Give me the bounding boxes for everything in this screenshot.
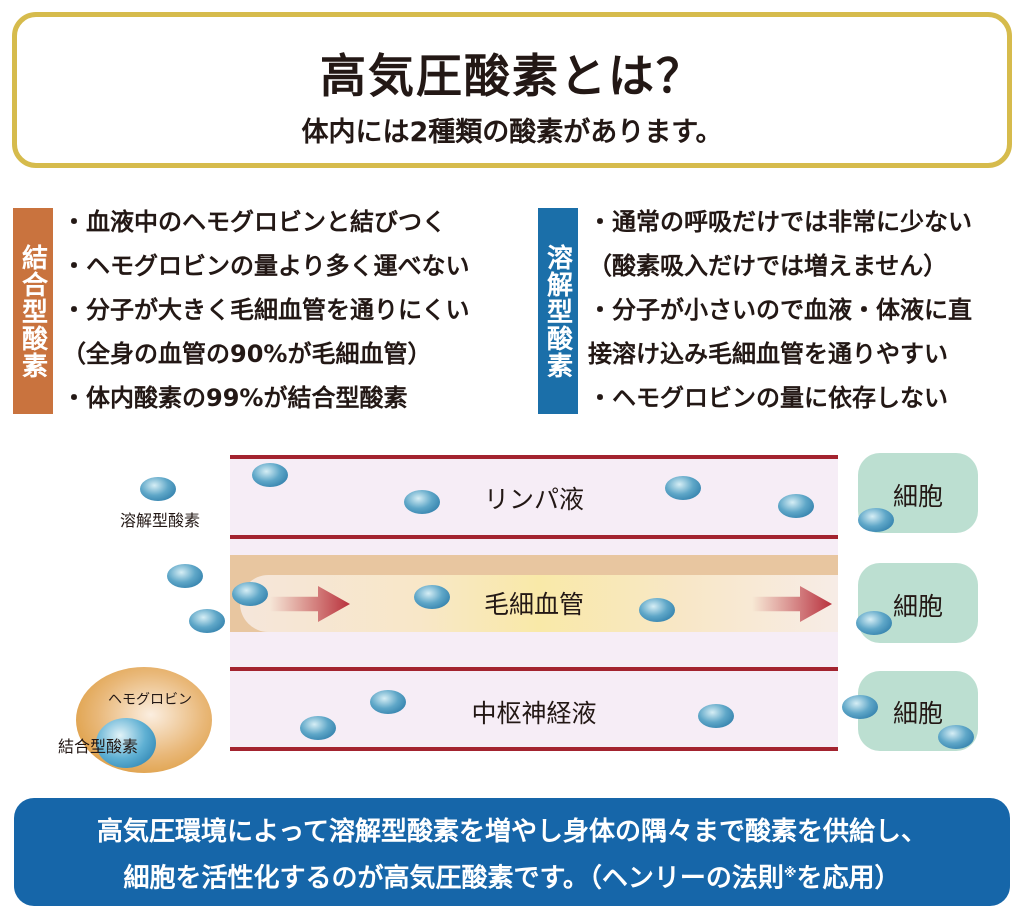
cell-label: 細胞 (892, 592, 944, 621)
channel-label-cns: 中枢神経液 (471, 699, 597, 728)
oxygen-molecule-icon (938, 725, 974, 749)
page-title: 高気圧酸素とは？ (320, 49, 704, 103)
bound-oxygen-label: 結合型酸素 (13, 208, 53, 414)
bound-oxygen-molecule-icon (96, 718, 156, 768)
dissolved-oxygen-bullets: ・通常の呼吸だけでは非常に少ない （酸素吸入だけでは増えません） ・分子が小さい… (588, 200, 972, 420)
channel-label-lymph: リンパ液 (483, 485, 585, 514)
summary-text: 細胞を活性化するのが高気圧酸素です。（ヘンリーの法則 (123, 863, 784, 894)
dissolved-oxygen-legend-label: 溶解型酸素 (119, 511, 201, 530)
vessel-wall (230, 747, 838, 751)
bullet: ・分子が大きく毛細血管を通りにくい (62, 296, 470, 324)
summary-line-2: 細胞を活性化するのが高気圧酸素です。（ヘンリーの法則※を応用） (14, 853, 1010, 900)
cell-label: 細胞 (892, 482, 944, 511)
bullet: ・分子が小さいので血液・体液に直 (588, 296, 972, 324)
oxygen-molecule-icon (414, 585, 450, 609)
oxygen-molecule-icon (858, 508, 894, 532)
oxygen-molecule-icon (639, 598, 675, 622)
oxygen-molecule-icon (842, 695, 878, 719)
oxygen-molecule-icon (665, 476, 701, 500)
channel-label-capillary: 毛細血管 (483, 590, 585, 619)
oxygen-molecule-icon (856, 611, 892, 635)
vessel-wall (230, 455, 838, 459)
oxygen-molecule-icon (300, 716, 336, 740)
oxygen-molecule-icon (167, 564, 203, 588)
bullet: （全身の血管の90%が毛細血管） (62, 340, 432, 368)
oxygen-molecule-icon (252, 463, 288, 487)
oxygen-molecule-icon (189, 609, 225, 633)
summary-text: を応用） (796, 863, 901, 894)
footnote-mark: ※ (783, 866, 797, 881)
cell-label: 細胞 (892, 699, 944, 728)
bullet: （酸素吸入だけでは増えません） (588, 252, 948, 280)
oxygen-molecule-icon (140, 477, 176, 501)
bullet: ・通常の呼吸だけでは非常に少ない (588, 208, 972, 236)
bullet: ・体内酸素の99%が結合型酸素 (62, 384, 408, 412)
oxygen-molecule-icon (232, 582, 268, 606)
title-box (12, 12, 1012, 168)
bullet: 接溶け込み毛細血管を通りやすい (588, 340, 948, 368)
cns-channel (230, 669, 838, 751)
bullet: ・ヘモグロビンの量に依存しない (588, 384, 948, 412)
page-subtitle: 体内には2種類の酸素があります。 (301, 117, 723, 148)
oxygen-molecule-icon (404, 490, 440, 514)
summary-banner: 高気圧環境によって溶解型酸素を増やし身体の隅々まで酸素を供給し、 細胞を活性化す… (14, 798, 1010, 906)
oxygen-molecule-icon (698, 704, 734, 728)
bullet: ・ヘモグロビンの量より多く運べない (62, 252, 470, 280)
bound-oxygen-legend-label: 結合型酸素 (57, 737, 139, 756)
lymph-channel (230, 457, 838, 539)
summary-line-1: 高気圧環境によって溶解型酸素を増やし身体の隅々まで酸素を供給し、 (97, 817, 927, 847)
hemoglobin-label: ヘモグロビン (108, 692, 192, 708)
vessel-wall (230, 535, 838, 539)
bullet: ・血液中のヘモグロビンと結びつく (62, 208, 446, 236)
oxygen-molecule-icon (370, 690, 406, 714)
oxygen-molecule-icon (778, 494, 814, 518)
vessel-wall (230, 667, 838, 671)
dissolved-oxygen-label: 溶解型酸素 (538, 208, 578, 414)
bound-oxygen-bullets: ・血液中のヘモグロビンと結びつく ・ヘモグロビンの量より多く運べない ・分子が大… (62, 200, 470, 420)
